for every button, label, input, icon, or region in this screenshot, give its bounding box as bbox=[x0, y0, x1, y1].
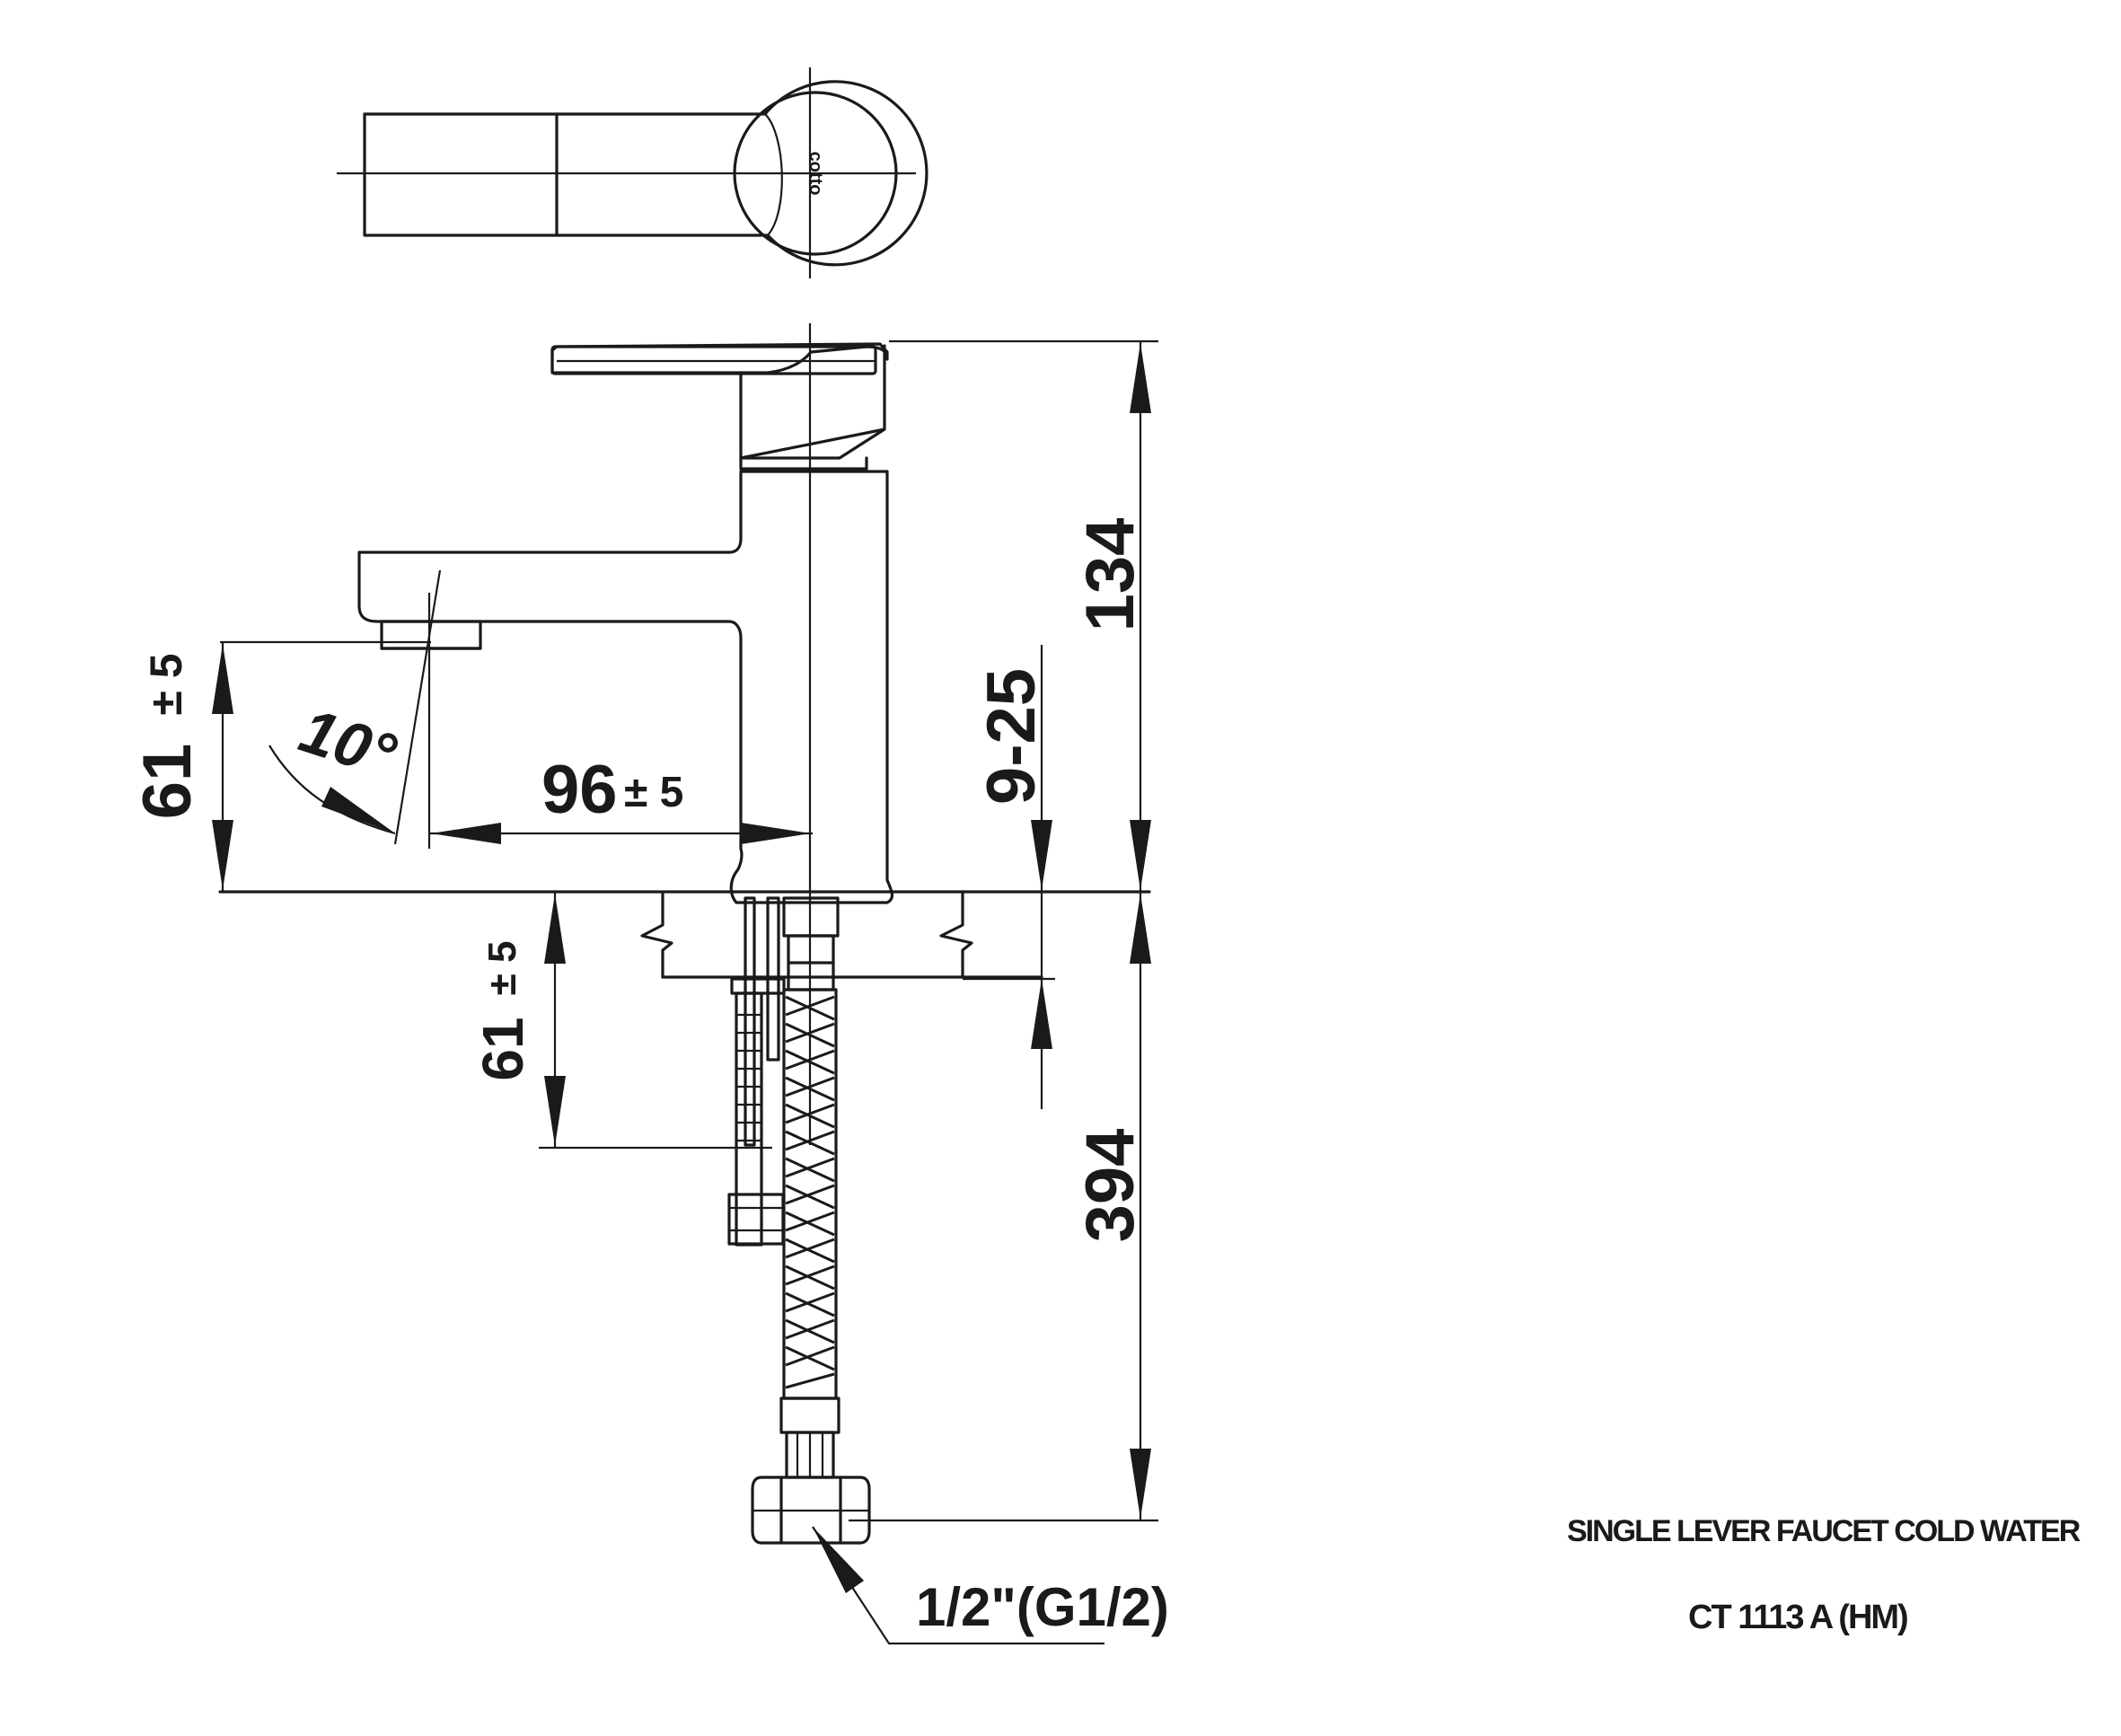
dim-counter-thickness: 9-25 bbox=[973, 668, 1050, 805]
dim-spout-height-tol: ± 5 bbox=[141, 653, 191, 715]
dim-total-height-lower: 394 bbox=[1072, 1129, 1149, 1243]
dim-spray-angle: 10° bbox=[292, 695, 405, 791]
brand-mark: cotto bbox=[805, 152, 825, 196]
plan-view: cotto bbox=[337, 67, 928, 278]
dim-spout-reach: 96 bbox=[541, 752, 618, 828]
braided-hose-pattern bbox=[785, 995, 835, 1389]
side-view bbox=[218, 323, 1151, 1545]
drawing-title: SINGLE LEVER FAUCET COLD WATER bbox=[1567, 1514, 2081, 1548]
dim-thread-size: 1/2"(G1/2) bbox=[916, 1577, 1169, 1637]
dim-shank-length-tol: ± 5 bbox=[480, 941, 524, 996]
dimension-labels: 134 394 9-25 61 ± 5 61 ± 5 96 ± 5 10° 1/… bbox=[129, 518, 1169, 1637]
dim-total-height-upper: 134 bbox=[1072, 518, 1149, 632]
dim-shank-length: 61 bbox=[471, 1017, 535, 1080]
dim-spout-reach-tol: ± 5 bbox=[624, 769, 683, 816]
dim-spout-height: 61 bbox=[129, 744, 206, 820]
model-number: CT 1113 A (HM) bbox=[1688, 1599, 1909, 1636]
thread-marks bbox=[736, 1013, 761, 1142]
dimension-lines bbox=[212, 339, 1158, 1645]
